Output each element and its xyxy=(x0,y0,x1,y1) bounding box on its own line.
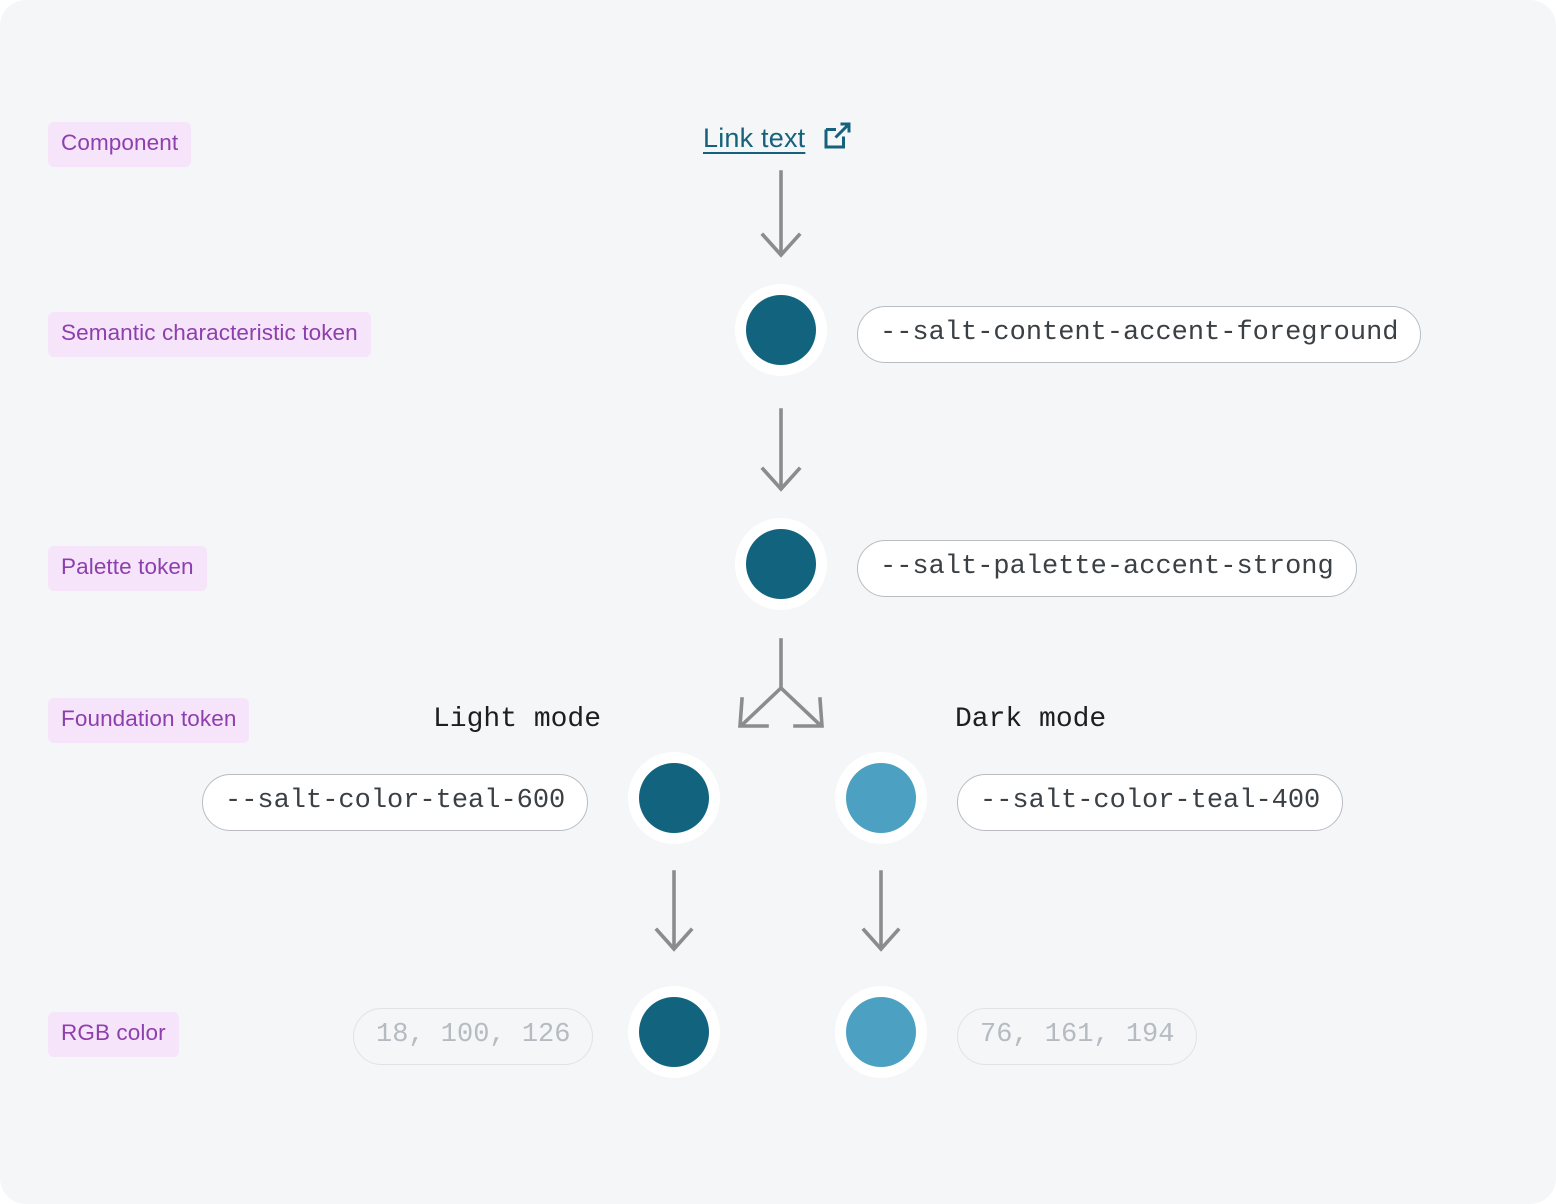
swatch-foundation-dark xyxy=(835,752,927,844)
color-dot xyxy=(846,997,916,1067)
light-mode-label: Light mode xyxy=(433,704,602,735)
token-text: --salt-content-accent-foreground xyxy=(880,318,1399,348)
component-link-group[interactable]: Link text xyxy=(703,120,853,156)
swatch-foundation-light xyxy=(628,752,720,844)
rgb-value-pill-light: 18, 100, 126 xyxy=(353,1008,594,1065)
row-label-text: Semantic characteristic token xyxy=(61,320,358,345)
arrow-dark-to-rgb xyxy=(861,870,901,952)
token-text: --salt-palette-accent-strong xyxy=(880,552,1334,582)
link-text[interactable]: Link text xyxy=(703,122,806,153)
rgb-value-pill-dark: 76, 161, 194 xyxy=(957,1008,1198,1065)
swatch-rgb-light xyxy=(628,986,720,1078)
color-dot xyxy=(746,295,816,365)
token-pill-palette-accent-strong[interactable]: --salt-palette-accent-strong xyxy=(857,540,1357,597)
token-text: --salt-color-teal-400 xyxy=(980,786,1321,816)
arrow-component-to-semantic xyxy=(760,170,802,258)
swatch-rgb-dark xyxy=(835,986,927,1078)
row-label-text: RGB color xyxy=(61,1020,166,1045)
color-dot xyxy=(639,763,709,833)
row-label-palette-token: Palette token xyxy=(48,546,207,591)
row-label-text: Component xyxy=(61,130,179,155)
swatch-semantic-accent-foreground xyxy=(735,284,827,376)
row-label-text: Palette token xyxy=(61,554,194,579)
token-pill-content-accent-foreground[interactable]: --salt-content-accent-foreground xyxy=(857,306,1422,363)
arrow-light-to-rgb xyxy=(654,870,694,952)
row-label-text: Foundation token xyxy=(61,706,237,731)
row-label-foundation-token: Foundation token xyxy=(48,698,250,743)
arrow-palette-branch xyxy=(738,638,824,728)
swatch-palette-accent-strong xyxy=(735,518,827,610)
token-pill-color-teal-400[interactable]: --salt-color-teal-400 xyxy=(957,774,1344,831)
dark-mode-label: Dark mode xyxy=(955,704,1107,735)
rgb-value-text: 76, 161, 194 xyxy=(980,1020,1175,1050)
external-link-icon[interactable] xyxy=(822,120,853,156)
token-pill-color-teal-600[interactable]: --salt-color-teal-600 xyxy=(202,774,589,831)
row-label-semantic-characteristic-token: Semantic characteristic token xyxy=(48,312,371,357)
rgb-value-text: 18, 100, 126 xyxy=(376,1020,571,1050)
row-label-component: Component xyxy=(48,122,192,167)
color-dot xyxy=(846,763,916,833)
color-dot xyxy=(746,529,816,599)
token-text: --salt-color-teal-600 xyxy=(225,786,566,816)
row-label-rgb-color: RGB color xyxy=(48,1012,179,1057)
arrow-semantic-to-palette xyxy=(760,408,802,492)
color-dot xyxy=(639,997,709,1067)
